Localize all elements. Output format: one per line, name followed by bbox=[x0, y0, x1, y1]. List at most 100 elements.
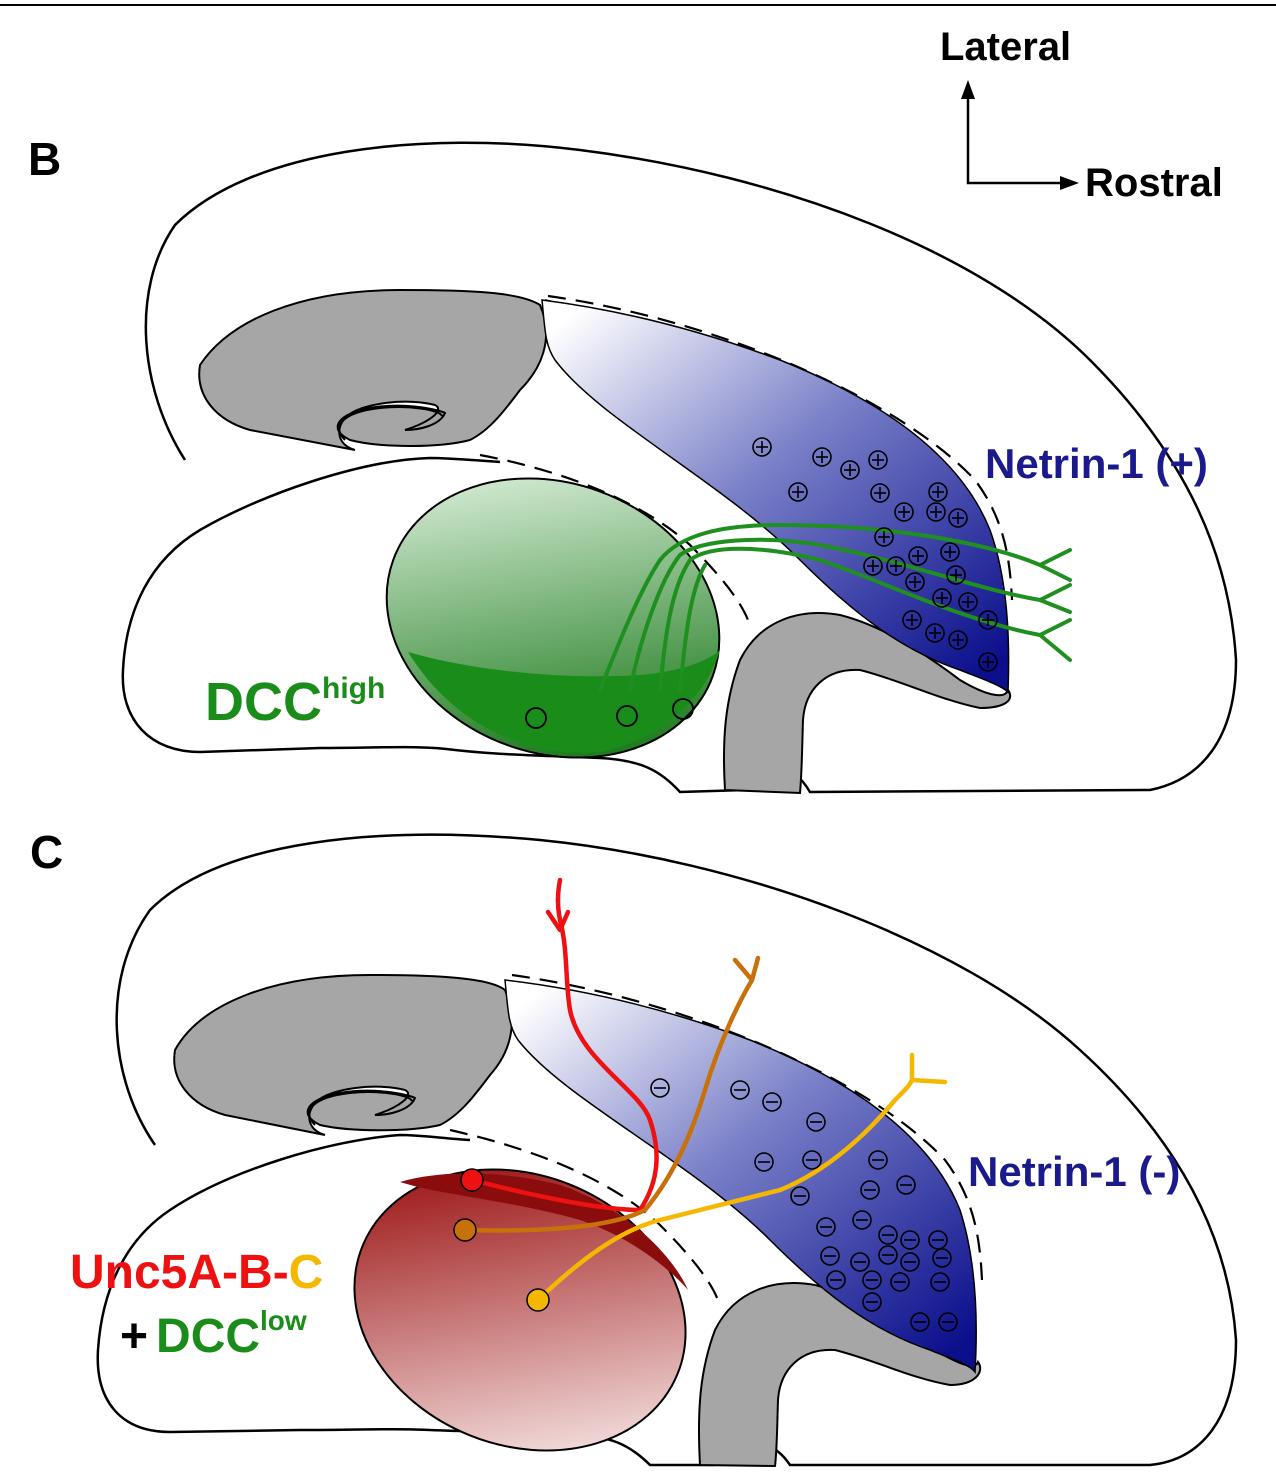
netrin-minus-symbol bbox=[820, 1246, 840, 1266]
netrin-minus-symbol bbox=[816, 1217, 836, 1237]
panel-b-dcc-text: DCC bbox=[205, 672, 322, 732]
panel-b-growth-cone-3 bbox=[1038, 618, 1072, 662]
panel-c-dcc-superscript: low bbox=[260, 1305, 307, 1336]
panel-c-unc5-label: Unc5A-B-C bbox=[70, 1246, 323, 1299]
panel-c-unc5c-axon bbox=[535, 1077, 915, 1303]
netrin-minus-symbol bbox=[802, 1150, 822, 1170]
panel-b-growth-cone-2 bbox=[1038, 583, 1072, 614]
netrin-minus-symbol bbox=[790, 1186, 810, 1206]
netrin-plus-symbol bbox=[948, 630, 968, 650]
panel-b-axon-4 bbox=[678, 563, 707, 692]
netrin-minus-symbol bbox=[762, 1092, 782, 1112]
panel-b-axon-2 bbox=[628, 537, 1042, 692]
panel-c-netrin-minus-symbols bbox=[650, 1078, 958, 1332]
netrin-minus-symbol bbox=[868, 1150, 888, 1170]
netrin-plus-symbol bbox=[978, 610, 998, 630]
netrin-plus-symbol bbox=[886, 556, 906, 576]
netrin-minus-symbol bbox=[878, 1245, 898, 1265]
panel-b-axons bbox=[598, 522, 1072, 692]
panel-c-unc5a-cell-body bbox=[460, 1168, 484, 1192]
netrin-plus-symbol bbox=[868, 450, 888, 470]
netrin-plus-symbol bbox=[905, 572, 925, 592]
panel-b-letter: B bbox=[28, 133, 61, 185]
panel-c-gray-structure-bottom bbox=[697, 1282, 982, 1468]
panel-c-netrin-region bbox=[504, 979, 977, 1375]
netrin-plus-symbol bbox=[958, 592, 978, 612]
panel-c-unc5-text-a: Unc5A-B- bbox=[70, 1246, 289, 1299]
netrin-plus-symbol bbox=[788, 482, 808, 502]
panel-c-gray-structure-top bbox=[173, 973, 513, 1136]
netrin-minus-symbol bbox=[938, 1312, 958, 1332]
panel-b-dashed-line-lower bbox=[479, 453, 750, 621]
panel-b-gray-hook bbox=[338, 406, 443, 441]
netrin-plus-symbol bbox=[978, 652, 998, 672]
panel-b-dcc-superscript: high bbox=[322, 672, 385, 705]
netrin-minus-symbol bbox=[932, 1248, 952, 1268]
netrin-plus-symbol bbox=[948, 508, 968, 528]
netrin-minus-symbol bbox=[900, 1230, 920, 1250]
netrin-plus-symbol bbox=[812, 447, 832, 467]
netrin-minus-symbol bbox=[862, 1270, 882, 1290]
netrin-plus-symbol bbox=[902, 610, 922, 630]
panel-c-unc5b-cell-body bbox=[453, 1218, 477, 1242]
panel-c-dcc-text: DCC bbox=[156, 1310, 260, 1363]
panel-c: C Netrin-1 (-) Unc5A-B-C bbox=[30, 826, 1238, 1468]
panel-c-plus-sign: + bbox=[120, 1310, 148, 1363]
netrin-plus-symbol bbox=[908, 546, 928, 566]
panel-b-dashed-line-upper bbox=[547, 294, 1014, 601]
panel-b-cell-bodies bbox=[525, 698, 694, 729]
netrin-plus-symbol bbox=[932, 588, 952, 608]
lateral-label: Lateral bbox=[940, 25, 1071, 69]
netrin-plus-symbol bbox=[874, 527, 894, 547]
netrin-minus-symbol bbox=[850, 1252, 870, 1272]
panel-c-netrin-label: Netrin-1 (-) bbox=[968, 1148, 1180, 1195]
panel-c-letter: C bbox=[30, 826, 63, 878]
panel-b-cell-body bbox=[672, 698, 694, 720]
netrin-plus-symbol bbox=[863, 556, 883, 576]
netrin-plus-symbol bbox=[928, 482, 948, 502]
panel-c-unc5c-growth-cone bbox=[909, 1052, 948, 1085]
netrin-minus-symbol bbox=[878, 1225, 898, 1245]
panel-c-unc5c-cell-body bbox=[526, 1288, 550, 1312]
panel-c-unc5b-axon bbox=[462, 977, 755, 1233]
panel-b-growth-cone-1 bbox=[1038, 548, 1072, 582]
panel-b-netrin-label: Netrin-1 (+) bbox=[985, 440, 1208, 487]
netrin-plus-symbol bbox=[840, 460, 860, 480]
netrin-minus-symbol bbox=[826, 1270, 846, 1290]
panel-c-unc5-nucleus bbox=[353, 1168, 687, 1452]
compass-arrow-right bbox=[1060, 176, 1079, 190]
netrin-plus-symbol bbox=[925, 623, 945, 643]
panel-c-dcc-low-label: +DCClow bbox=[120, 1305, 307, 1363]
panel-c-gray-hook bbox=[308, 1091, 413, 1126]
netrin-plus-symbol bbox=[894, 502, 914, 522]
panel-b-gray-structure-bottom bbox=[722, 612, 1012, 795]
netrin-plus-symbol bbox=[926, 502, 946, 522]
panel-b-cell-body bbox=[525, 707, 547, 729]
netrin-plus-symbol bbox=[946, 565, 966, 585]
panel-b-axon-1 bbox=[598, 522, 1042, 692]
netrin-plus-symbol bbox=[870, 483, 890, 503]
panel-c-unc5b-growth-cone bbox=[732, 955, 761, 983]
netrin-minus-symbol bbox=[862, 1292, 882, 1312]
netrin-minus-symbol bbox=[806, 1112, 826, 1132]
netrin-minus-symbol bbox=[928, 1230, 948, 1250]
panel-c-unc5a-axon bbox=[469, 877, 659, 1213]
netrin-minus-symbol bbox=[896, 1175, 916, 1195]
panel-b-dcc-label: DCChigh bbox=[205, 672, 385, 732]
netrin-minus-symbol bbox=[900, 1252, 920, 1272]
panel-b-netrin-plus-symbols bbox=[752, 437, 998, 672]
netrin-minus-symbol bbox=[730, 1080, 750, 1100]
netrin-plus-symbol bbox=[940, 542, 960, 562]
panel-b: B bbox=[28, 133, 1238, 795]
netrin-minus-symbol bbox=[860, 1180, 880, 1200]
panel-c-axons bbox=[462, 877, 948, 1303]
compass-axes bbox=[966, 95, 1060, 185]
netrin-minus-symbol bbox=[650, 1078, 670, 1098]
panel-c-dashed-line-upper bbox=[511, 973, 984, 1281]
netrin-minus-symbol bbox=[852, 1210, 872, 1230]
panel-c-unc5-text-c: C bbox=[289, 1246, 324, 1299]
netrin-minus-symbol bbox=[930, 1272, 950, 1292]
panel-c-unc5a-growth-cone bbox=[545, 909, 571, 933]
panel-b-dcc-dark-band bbox=[408, 650, 720, 753]
netrin-plus-symbol bbox=[752, 437, 772, 457]
